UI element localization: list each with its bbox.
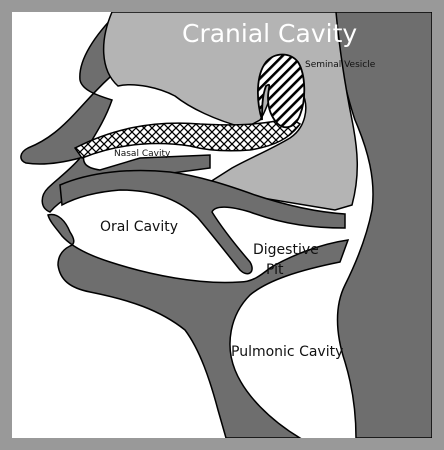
face-upper-tissue (20, 11, 211, 213)
label-digestive-pit-line2: Pit (266, 262, 284, 278)
jaw-throat-tissue (47, 213, 350, 439)
palate-tongue-tissue (59, 169, 346, 275)
label-nasal-cavity: Nasal Cavity (114, 149, 171, 159)
seminal-vesicle-organ (257, 53, 306, 129)
back-of-head-tissue (329, 11, 433, 439)
title: Cranial Cavity (182, 19, 357, 48)
label-pulmonic-cavity: Pulmonic Cavity (231, 344, 343, 360)
label-oral-cavity: Oral Cavity (100, 219, 178, 235)
label-digestive-pit-line1: Digestive (253, 242, 319, 258)
crosshatch-band (73, 117, 302, 159)
label-seminal-vesicle: Seminal Vesicle (305, 60, 376, 70)
